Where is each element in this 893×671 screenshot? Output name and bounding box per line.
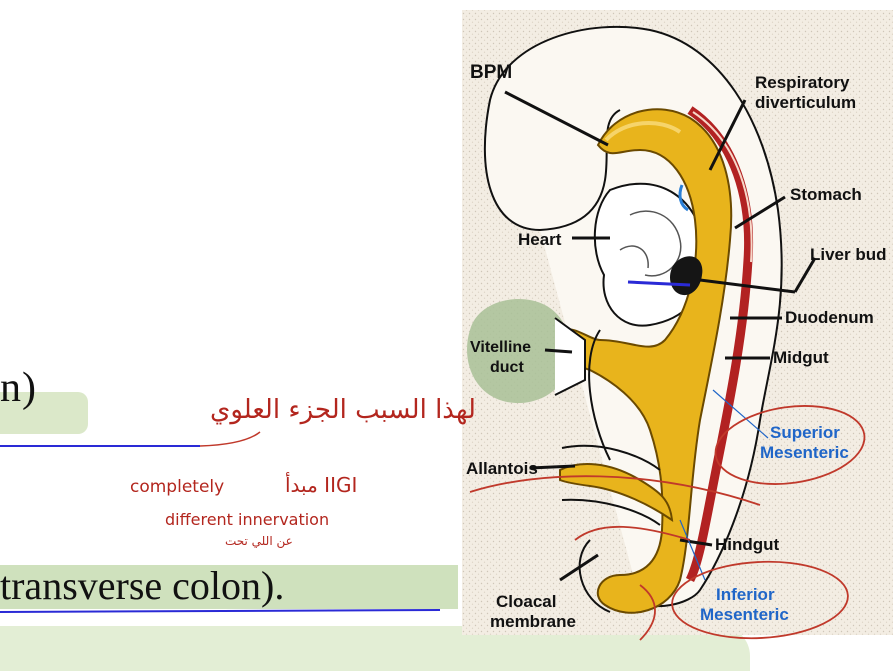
handwritten-note: completely	[130, 477, 224, 497]
label-inferior: Inferior	[716, 585, 775, 604]
label-cloacal: Cloacal	[496, 592, 556, 611]
handwritten-note: مبدأ IIGI	[285, 472, 357, 497]
label-superior: Superior	[770, 423, 840, 442]
label-midgut: Midgut	[773, 348, 829, 367]
label-membrane: membrane	[490, 612, 576, 631]
label-hindgut: Hindgut	[715, 535, 780, 554]
label-duct: duct	[490, 359, 524, 376]
label-stomach: Stomach	[790, 185, 862, 204]
label-allantois: Allantois	[466, 459, 538, 478]
underline-mark	[0, 610, 440, 612]
label-duodenum: Duodenum	[785, 308, 874, 327]
label-inferior-mesenteric: Mesenteric	[700, 605, 789, 624]
label-vitelline: Vitelline	[470, 339, 531, 356]
label-diverticulum: diverticulum	[755, 93, 856, 112]
label-liver-bud: Liver bud	[810, 245, 887, 264]
handwritten-note: different innervation	[165, 510, 329, 529]
label-respiratory: Respiratory	[755, 73, 850, 92]
handwritten-note: لهذا السبب الجزء العلوي	[210, 395, 476, 425]
label-heart: Heart	[518, 230, 562, 249]
label-superior-mesenteric: Mesenteric	[760, 443, 849, 462]
label-bpm: BPM	[470, 62, 512, 83]
annotation-mark	[200, 432, 260, 446]
handwritten-note: عن اللي تحت	[225, 534, 293, 549]
